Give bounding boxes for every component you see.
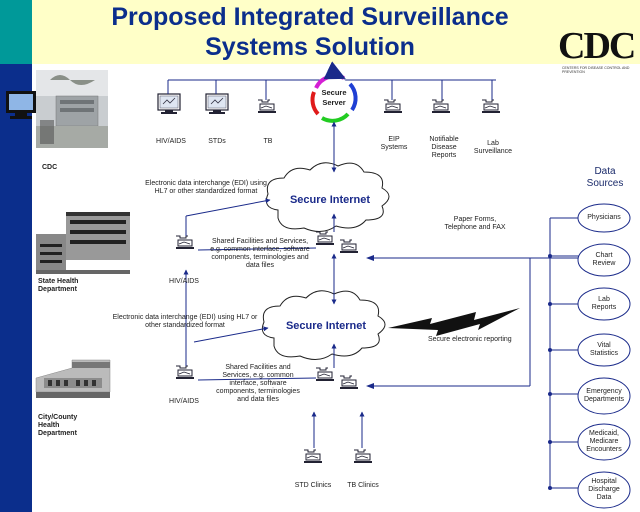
city-hiv-terminal-icon bbox=[175, 365, 195, 380]
hiv-aids-workstation-icon bbox=[157, 93, 181, 115]
data-source-medicaid-medicare: Medicaid, Medicare Encounters bbox=[586, 430, 622, 453]
hiv-aids-city-label: HIV/AIDS bbox=[169, 398, 199, 405]
secure-server-label: Secure Server bbox=[321, 88, 347, 107]
cdc-monitor-icon bbox=[6, 91, 36, 119]
data-source-emergency-departments: Emergency Departments bbox=[583, 388, 625, 403]
data-source-lab-reports: Lab Reports bbox=[591, 296, 617, 311]
secure-internet-cloud-top bbox=[265, 162, 390, 232]
data-sources-header: Data Sources bbox=[586, 166, 624, 189]
data-source-hospital-discharge: Hospital Discharge Data bbox=[588, 478, 620, 501]
notifiable-label: Notifiable Disease Reports bbox=[429, 136, 459, 159]
hiv-aids-top-label: HIV/AIDS bbox=[156, 138, 186, 145]
header-band bbox=[0, 0, 640, 64]
page-title-line2: Systems Solution bbox=[205, 33, 415, 61]
data-source-vital-statistics: Vital Statistics bbox=[589, 342, 618, 357]
state-health-building bbox=[36, 212, 130, 274]
data-source-chart-review: Chart Review bbox=[592, 252, 616, 267]
edi-label-top: Electronic data interchange (EDI) using … bbox=[145, 180, 267, 195]
secure-internet-top-label: Secure Internet bbox=[289, 194, 371, 206]
notifiable-terminal-icon bbox=[431, 99, 451, 114]
city-shared-terminal-icon-1 bbox=[315, 367, 335, 382]
city-health-label: City/County Health Department bbox=[38, 414, 78, 437]
cdc-logo: CDC bbox=[558, 25, 636, 67]
hiv-aids-state-label: HIV/AIDS bbox=[169, 278, 199, 285]
shared-facilities-label-top: Shared Facilities and Services, e.g. com… bbox=[210, 238, 310, 269]
city-shared-terminal-icon-2 bbox=[339, 375, 359, 390]
secure-server-ring-icon bbox=[310, 61, 358, 123]
std-clinics-label: STD Clinics bbox=[294, 482, 332, 489]
shared-facilities-label-bottom: Shared Facilities and Services, e.g. com… bbox=[216, 364, 300, 403]
std-clinics-terminal-icon bbox=[303, 449, 323, 464]
stds-label: STDs bbox=[208, 138, 226, 145]
paper-forms-label: Paper Forms, Telephone and FAX bbox=[444, 216, 506, 231]
data-source-ovals bbox=[577, 203, 631, 509]
cdc-logo-subtext: CENTERS FOR DISEASE CONTROL AND PREVENTI… bbox=[562, 66, 630, 74]
header-accent bbox=[0, 0, 32, 64]
lab-surveillance-label: Lab Surveillance bbox=[473, 140, 513, 155]
page-title-line1: Proposed Integrated Surveillance bbox=[111, 3, 509, 31]
lab-surveillance-terminal-icon bbox=[481, 99, 501, 114]
state-hiv-terminal-icon bbox=[175, 235, 195, 250]
tb-clinics-terminal-icon bbox=[353, 449, 373, 464]
data-source-physicians: Physicians bbox=[587, 214, 621, 221]
lightning-bolt-icon bbox=[388, 308, 520, 336]
eip-terminal-icon bbox=[383, 99, 403, 114]
state-shared-terminal-icon-1 bbox=[315, 231, 335, 246]
data-sources-bus bbox=[372, 217, 580, 489]
secure-electronic-reporting-label: Secure electronic reporting bbox=[428, 336, 512, 343]
state-shared-terminal-icon-2 bbox=[339, 239, 359, 254]
edi-label-bottom: Electronic data interchange (EDI) using … bbox=[112, 314, 258, 329]
stds-workstation-icon bbox=[205, 93, 229, 115]
tb-label: TB bbox=[263, 138, 273, 145]
left-sidebar-band bbox=[0, 64, 32, 512]
state-health-label: State Health Department bbox=[38, 278, 79, 293]
secure-internet-cloud-bottom bbox=[261, 290, 386, 360]
eip-label: EIP Systems bbox=[380, 136, 408, 151]
city-health-building bbox=[35, 359, 111, 398]
cdc-building-photo bbox=[36, 70, 108, 148]
cdc-label: CDC bbox=[42, 164, 58, 171]
tb-clinics-label: TB Clinics bbox=[347, 482, 379, 489]
tb-terminal-icon bbox=[257, 99, 277, 114]
secure-internet-bottom-label: Secure Internet bbox=[285, 320, 367, 332]
